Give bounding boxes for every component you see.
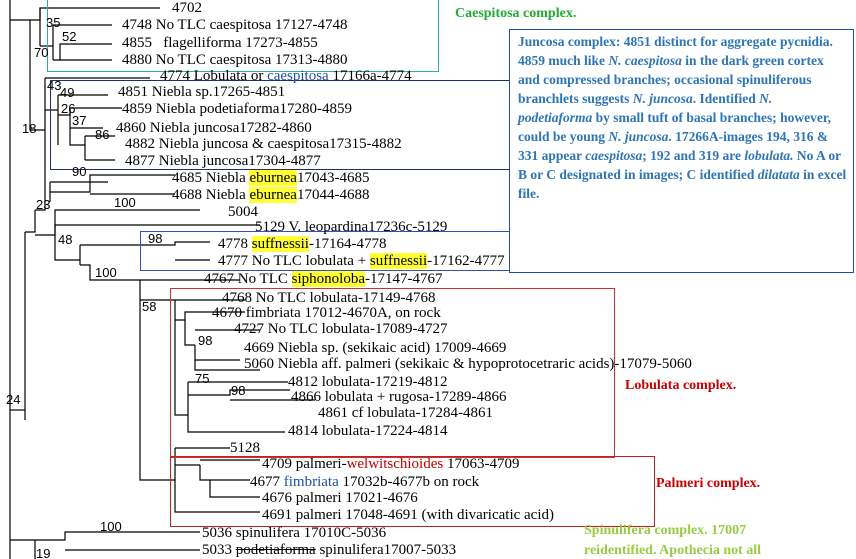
support-value: 75 — [195, 371, 210, 386]
support-value: 98 — [231, 383, 246, 398]
support-value: 26 — [61, 101, 76, 116]
taxon-label: 4814 lobulata-17224-4814 — [288, 423, 448, 439]
support-value: 19 — [36, 546, 51, 559]
taxon-label: 4768 No TLC lobulata-17149-4768 — [222, 290, 436, 306]
taxon-label: 5033 podetiaforma spinulifera17007-5033 — [202, 542, 457, 558]
support-value: 24 — [6, 392, 21, 407]
lobulata-complex-label: Lobulata complex. — [625, 378, 737, 393]
taxon-label: 4860 Niebla juncosa17282-4860 — [116, 120, 312, 136]
support-value: 70 — [34, 45, 49, 60]
taxon-label: 4861 cf lobulata-17284-4861 — [318, 405, 493, 421]
taxon-label: 4812 lobulata-17219-4812 — [288, 374, 448, 390]
support-value: 49 — [60, 85, 75, 100]
support-value: 52 — [62, 29, 77, 44]
taxon-label: 5128 — [230, 440, 260, 456]
taxon-label: 4688 Niebla eburnea17044-4688 — [172, 187, 370, 203]
taxon-label: 4877 Niebla juncosa17304-4877 — [125, 153, 321, 169]
support-value: 37 — [72, 113, 87, 128]
spinulifera-complex-label: Spinulifera complex. 17007 — [584, 523, 747, 538]
taxon-label: 4859 Niebla podetiaforma17280-4859 — [122, 101, 352, 117]
support-value: 86 — [95, 127, 110, 142]
support-value: 35 — [46, 15, 61, 30]
juncosa-complex-note: Juncosa complex: 4851 distinct for aggre… — [509, 29, 854, 273]
support-value: 43 — [47, 78, 62, 93]
taxon-label: 5129 V. leopardina17236c-5129 — [255, 219, 448, 235]
taxon-label: 4882 Niebla juncosa & caespitosa17315-48… — [125, 136, 402, 152]
support-value: 48 — [58, 232, 73, 247]
spinulifera-complex-note: reidentified. Apothecia not all — [584, 543, 762, 558]
taxon-label: 4669 Niebla sp. (sekikaic acid) 17009-46… — [244, 340, 507, 356]
taxon-label: 4777 No TLC lobulata + suffnessii-17162-… — [218, 253, 505, 269]
support-value: 98 — [148, 231, 163, 246]
taxon-label: 4767 No TLC siphonoloba-17147-4767 — [204, 271, 443, 287]
taxon-label: 4727 No TLC lobulata-17089-4727 — [234, 321, 448, 337]
support-value: 100 — [95, 265, 117, 280]
taxon-label: 4748 No TLC caespitosa 17127-4748 — [122, 17, 348, 33]
support-value: 90 — [72, 164, 87, 179]
caespitosa-box — [47, 0, 439, 72]
support-value: 98 — [198, 333, 213, 348]
taxon-label: 4676 palmeri 17021-4676 — [262, 490, 418, 506]
support-value: 18 — [22, 121, 37, 136]
taxon-label: 5060 Niebla aff. palmeri (sekikaic & hyp… — [244, 356, 692, 372]
support-value: 58 — [142, 299, 157, 314]
taxon-label: 5004 — [228, 204, 258, 220]
taxon-label: 4670 fimbriata 17012-4670A, on rock — [212, 305, 441, 321]
caespitosa-complex-label: Caespitosa complex. — [455, 6, 577, 21]
taxon-label: 4855 flagelliforma 17273-4855 — [122, 35, 318, 51]
taxon-label: 4774 Lobulata or caespitosa 17166a-4774 — [160, 68, 412, 84]
taxon-label: 4709 palmeri-welwitschioides 17063-4709 — [262, 456, 520, 472]
palmeri-box — [170, 456, 655, 527]
support-value: 100 — [100, 519, 122, 534]
taxon-label: 4685 Niebla eburnea17043-4685 — [172, 170, 370, 186]
support-value: 100 — [114, 195, 136, 210]
taxon-label: 4691 palmeri 17048-4691 (with divaricati… — [262, 507, 554, 523]
taxon-label: 4778 suffnessii-17164-4778 — [218, 236, 387, 252]
taxon-label: 4880 No TLC caespitosa 17313-4880 — [122, 52, 348, 68]
palmeri-complex-label: Palmeri complex. — [656, 476, 761, 491]
taxon-label: 4702 — [172, 0, 202, 16]
taxon-label: 4677 fimbriata 17032b-4677b on rock — [250, 474, 480, 490]
taxon-label: 5036 spinulifera 17010C-5036 — [202, 525, 387, 541]
taxon-label: 4851 Niebla sp.17265-4851 — [118, 84, 286, 100]
taxon-label: 4866 lobulata + rugosa-17289-4866 — [291, 389, 507, 405]
support-value: 23 — [36, 197, 51, 212]
lobulata-box — [170, 288, 615, 458]
